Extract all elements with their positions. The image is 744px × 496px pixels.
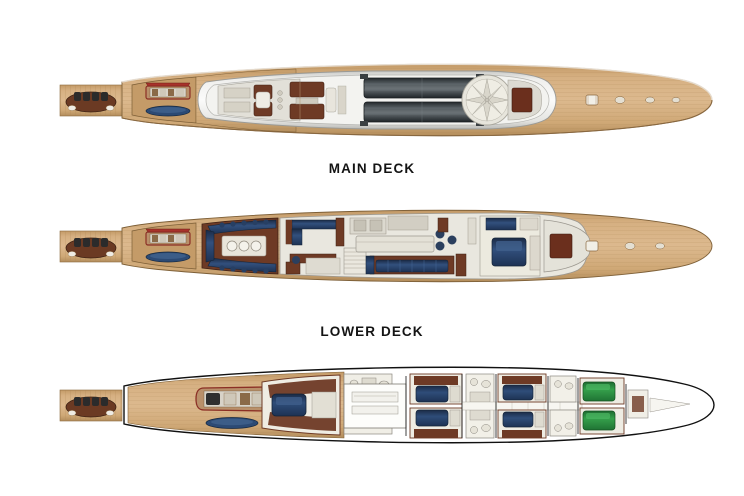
forepeak-store	[627, 389, 691, 419]
aft-lounge-table	[289, 81, 347, 120]
cockpit-table	[221, 235, 267, 257]
saloon-sofa-starboard	[285, 253, 341, 275]
saloon	[279, 212, 589, 280]
lower-deck-drawing	[59, 366, 715, 444]
deck-label-lower-deck: LOWER DECK	[320, 324, 424, 339]
forward-cabin	[479, 215, 541, 277]
deck-fitting-forward	[585, 94, 681, 106]
foredeck-hatch	[543, 219, 665, 273]
crew-cabin-port	[579, 377, 625, 405]
sunpad-port	[363, 77, 481, 99]
deck-plan-main-deck	[0, 198, 744, 294]
guest-head-port	[465, 373, 495, 405]
swim-platform	[59, 389, 123, 422]
main-deck-drawing	[59, 209, 713, 283]
guest-cabin-port-aft	[409, 373, 463, 405]
forward-berth	[491, 237, 527, 267]
tender-garage	[195, 386, 275, 412]
companionway-stairs	[343, 247, 367, 275]
crew-head-starboard	[549, 409, 577, 437]
aft-cockpit-coaming	[131, 76, 197, 124]
guest-cabin-port-mid	[497, 373, 547, 403]
tender-blue	[145, 105, 191, 117]
saloon-sofa-port	[285, 217, 345, 247]
tender-red	[145, 82, 191, 87]
foredeck-hatch	[507, 79, 542, 121]
crew-head-port	[549, 375, 577, 403]
dining-table	[355, 229, 457, 253]
guest-cabin-starboard-aft	[409, 407, 463, 439]
helm-console	[217, 78, 301, 122]
crew-cabin-starboard	[579, 407, 625, 435]
flybridge-deck-drawing	[59, 63, 713, 137]
swim-platform	[59, 230, 123, 263]
central-corridor	[461, 401, 583, 411]
navigation-station	[437, 217, 477, 277]
master-cabin	[261, 374, 341, 436]
tender-garage	[145, 85, 191, 100]
aft-seating-bench	[74, 92, 108, 101]
engine-room	[343, 383, 407, 429]
guest-cabin-starboard-mid	[497, 409, 547, 439]
compass-rose	[461, 74, 513, 126]
aft-seating-bench	[74, 238, 108, 247]
aft-seating-bench	[74, 397, 108, 406]
deck-label-main-deck: MAIN DECK	[328, 161, 416, 176]
saloon-sofa-centre	[365, 255, 455, 275]
tender-blue	[205, 417, 259, 429]
deck-plan-lower-deck	[0, 352, 744, 456]
aft-cockpit	[201, 217, 279, 275]
deck-plan-flybridge-sun-deck	[0, 52, 744, 148]
tender-garage	[131, 222, 197, 270]
swim-platform	[59, 84, 123, 117]
u-shaped-cockpit-seating	[205, 219, 277, 274]
galley-counter	[349, 215, 429, 235]
guest-head-starboard	[465, 407, 495, 439]
bulkhead-lines	[405, 374, 627, 438]
master-berth	[271, 393, 307, 417]
